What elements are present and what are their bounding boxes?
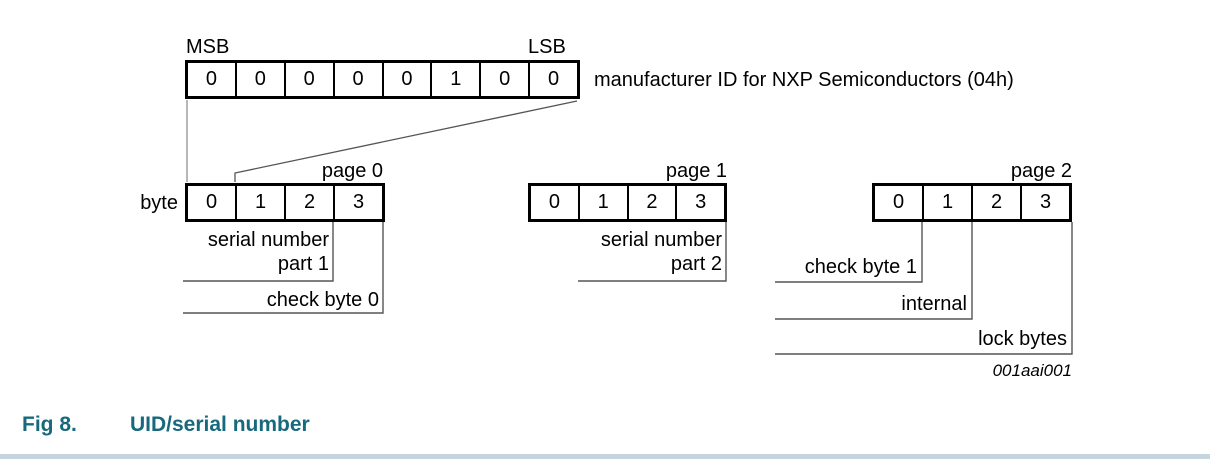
bit-cell: 1 (430, 63, 479, 96)
bit-cell: 0 (283, 63, 333, 96)
byte-cell: 0 (892, 191, 905, 213)
byte-cell: 1 (577, 186, 627, 219)
msb-label: MSB (186, 36, 230, 58)
annotation-line: serial number (600, 229, 722, 251)
byte-cell: 0 (548, 191, 560, 213)
bit-cell: 0 (205, 68, 217, 90)
manufacturer-id-register: 0 0 0 0 0 1 0 0 (185, 60, 580, 99)
figure-caption: Fig 8. (22, 413, 77, 437)
page2-internal-annotation: internal (901, 293, 967, 315)
page1-serial-annotation: serial number part 2 (545, 228, 722, 276)
page2-register: 0 1 2 3 (872, 183, 1072, 222)
byte-cell: 1 (922, 186, 971, 219)
byte-cell: 3 (1020, 186, 1069, 219)
page0-check-byte-annotation: check byte 0 (266, 289, 379, 311)
drawing-id: 001aai001 (992, 361, 1072, 380)
byte-row-label: byte (140, 192, 178, 214)
figure-title-wrap: UID/serial number (130, 413, 310, 437)
byte-cell: 2 (284, 186, 333, 219)
page0-label: page 0 (321, 160, 383, 182)
bit-cell: 0 (528, 63, 577, 96)
page2-label: page 2 (1010, 160, 1072, 182)
page1-register: 0 1 2 3 (528, 183, 727, 222)
bit-cell: 0 (381, 63, 431, 96)
byte-cell: 3 (675, 186, 724, 219)
bit-cell: 0 (234, 63, 284, 96)
annotation-line: part 1 (277, 253, 329, 275)
footer-bar (0, 454, 1210, 459)
bit-cell: 0 (332, 63, 382, 96)
page0-register: 0 1 2 3 (185, 183, 385, 222)
page2-lock-bytes-annotation: lock bytes (978, 328, 1067, 350)
page1-label: page 1 (665, 160, 727, 182)
byte-cell: 3 (333, 186, 382, 219)
figure-number: Fig 8. (22, 413, 77, 436)
byte-cell: 2 (971, 186, 1020, 219)
byte-cell: 0 (205, 191, 218, 213)
lsb-label: LSB (528, 36, 566, 58)
figure-title: UID/serial number (130, 413, 310, 436)
bit-cell: 0 (479, 63, 528, 96)
page2-check-byte-annotation: check byte 1 (804, 256, 917, 278)
page0-serial-annotation: serial number part 1 (183, 228, 329, 276)
annotation-line: part 2 (670, 253, 722, 275)
annotation-line: serial number (207, 229, 329, 251)
byte-cell: 2 (626, 186, 676, 219)
manufacturer-id-description: manufacturer ID for NXP Semiconductors (… (594, 69, 1014, 91)
byte-cell: 1 (235, 186, 284, 219)
